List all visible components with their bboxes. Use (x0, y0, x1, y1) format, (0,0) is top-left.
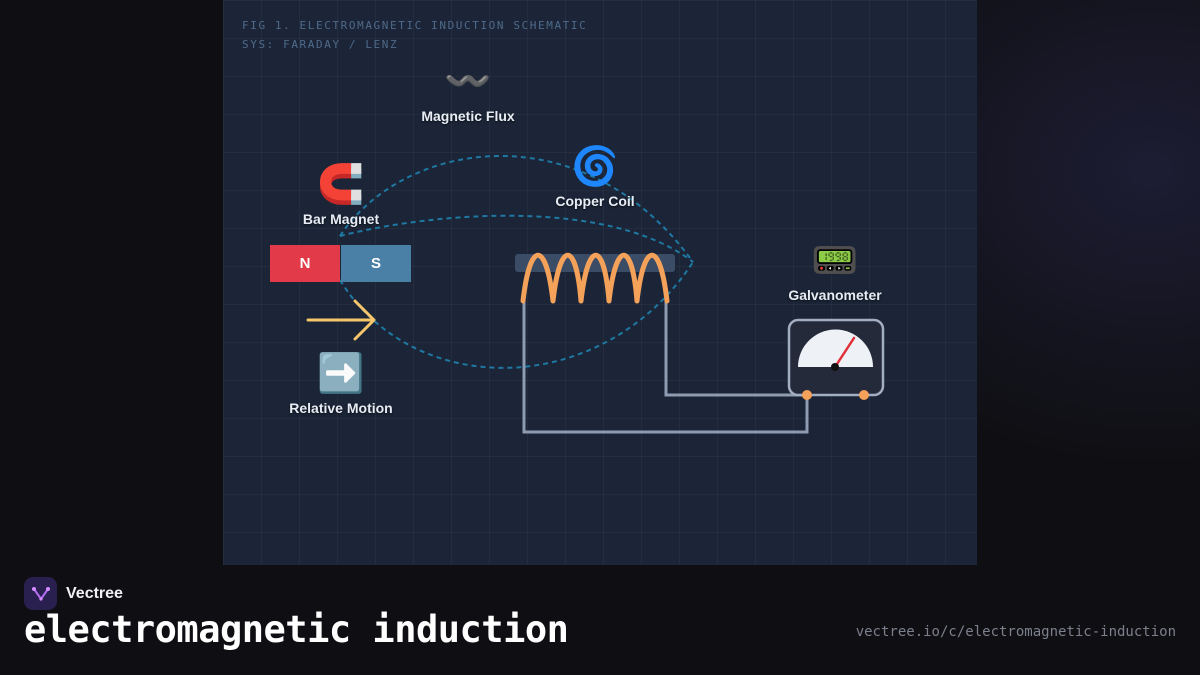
terminal-left (802, 390, 812, 400)
node-copper-coil: 🌀 Copper Coil (555, 145, 634, 209)
pager-icon: 📟 (811, 240, 859, 282)
figure-caption: FIG 1. ELECTROMAGNETIC INDUCTION SCHEMAT… (242, 19, 588, 32)
south-pole: S (341, 245, 411, 282)
terminal-right (859, 390, 869, 400)
galvanometer-meter (787, 318, 885, 400)
relative-motion-label: Relative Motion (289, 400, 393, 416)
coil-core (515, 254, 675, 272)
node-relative-motion: ➡️ Relative Motion (289, 352, 392, 416)
field-line-outer (339, 155, 694, 263)
page-url-link[interactable]: vectree.io/c/electromagnetic-induction (855, 624, 1176, 640)
magnetic-flux-label: Magnetic Flux (421, 108, 515, 124)
circuit-wire-inner (664, 301, 807, 397)
node-bar-magnet: 🧲 Bar Magnet (303, 163, 379, 227)
page-title: electromagnetic induction (24, 608, 569, 651)
cyclone-icon: 🌀 (571, 146, 619, 188)
wave-icon: 〰️ (444, 61, 492, 103)
brand[interactable]: Vectree (24, 577, 123, 610)
galvanometer-label: Galvanometer (788, 287, 882, 303)
node-magnetic-flux: 〰️ Magnetic Flux (421, 60, 514, 124)
north-pole: N (270, 245, 340, 282)
diagram-panel: FIG 1. ELECTROMAGNETIC INDUCTION SCHEMAT… (223, 0, 977, 565)
field-line-lower (339, 261, 694, 369)
figure-subcaption: SYS: FARADAY / LENZ (242, 38, 399, 51)
galvanometer-needle (833, 336, 856, 369)
magnet-icon: 🧲 (317, 164, 365, 206)
bar-magnet-label: Bar Magnet (302, 211, 380, 227)
motion-arrow (306, 299, 376, 341)
right-arrow-icon: ➡️ (317, 353, 365, 395)
node-galvanometer: 📟 Galvanometer (788, 239, 881, 303)
copper-coil-winding (520, 252, 670, 304)
field-line-inner (339, 214, 694, 263)
brand-name: Vectree (66, 584, 123, 602)
circuit-wire-outer (522, 301, 809, 434)
schematic-canvas (306, 155, 885, 434)
vectree-logo-icon (24, 577, 57, 610)
copper-coil-label: Copper Coil (555, 193, 635, 209)
